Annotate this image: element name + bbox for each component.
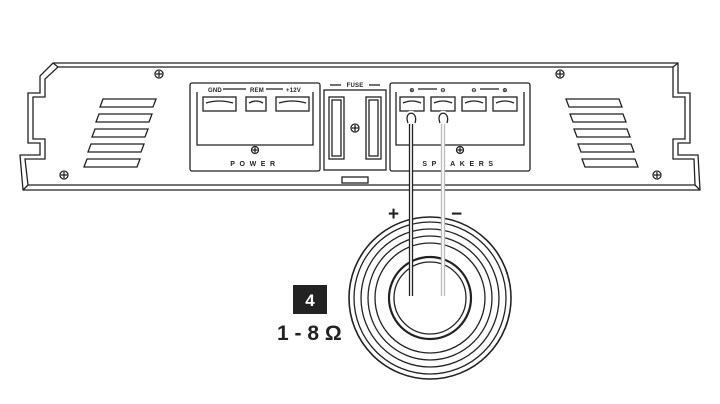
impedance-range-label: 1 - 8 Ω [277,322,342,345]
chassis-screw-icon [652,170,662,180]
speaker-terminal-ch2-positive[interactable] [492,96,518,112]
fuse-panel: FUSE [323,83,387,184]
speaker-polarity-label: ⊖ [440,88,445,94]
terminal-block-gnd[interactable] [202,96,237,112]
chassis-bevel-line [22,184,29,191]
speaker-icon [348,216,512,380]
positive-polarity-label: + [388,204,399,225]
speaker-count: 4 [305,291,315,310]
panel-screw-icon [455,145,465,155]
fuse-label: FUSE [347,83,364,89]
negative-polarity-label: − [451,204,462,225]
speaker-polarity-label: ⊕ [502,88,507,94]
chassis-bevel-line [672,62,679,68]
power-panel: GND REM +12V POWER [189,82,321,172]
chassis-screw-icon [154,69,164,79]
speaker-wire-negative [436,110,451,296]
speaker-count-badge: 4 [293,285,327,314]
speaker-polarity-label: ⊕ [409,88,414,94]
indicator-led [341,176,369,184]
chassis-inner-line [24,66,696,186]
speaker-polarity-label: ⊖ [471,88,476,94]
chassis-screw-icon [59,170,69,180]
speaker-terminal-ch2-negative[interactable] [461,96,487,112]
left-vent-slots [83,98,157,168]
power-terminal-label: GND [208,88,222,94]
power-terminal-label: REM [250,88,264,94]
right-vent-slots [565,98,639,168]
chassis-bevel-line [52,62,59,68]
speakers-panel: ⊕ ⊖ ⊖ ⊕ SPEAKERS [389,82,531,172]
chassis-screw-icon [555,69,565,79]
speakers-section-label: SPEAKERS [422,161,497,168]
fuse-slot[interactable] [328,96,345,160]
badge-background [293,285,327,314]
fuse-slot[interactable] [365,96,382,160]
panel-screw-icon [250,145,260,155]
terminal-block-rem[interactable] [245,96,267,112]
chassis-bevel-line [694,184,701,191]
terminal-block-12v[interactable] [275,96,310,112]
speaker-wire-positive [404,110,419,296]
power-terminal-label: +12V [286,88,301,94]
power-section-label: POWER [230,161,279,168]
fuse-screw-icon [350,123,360,133]
